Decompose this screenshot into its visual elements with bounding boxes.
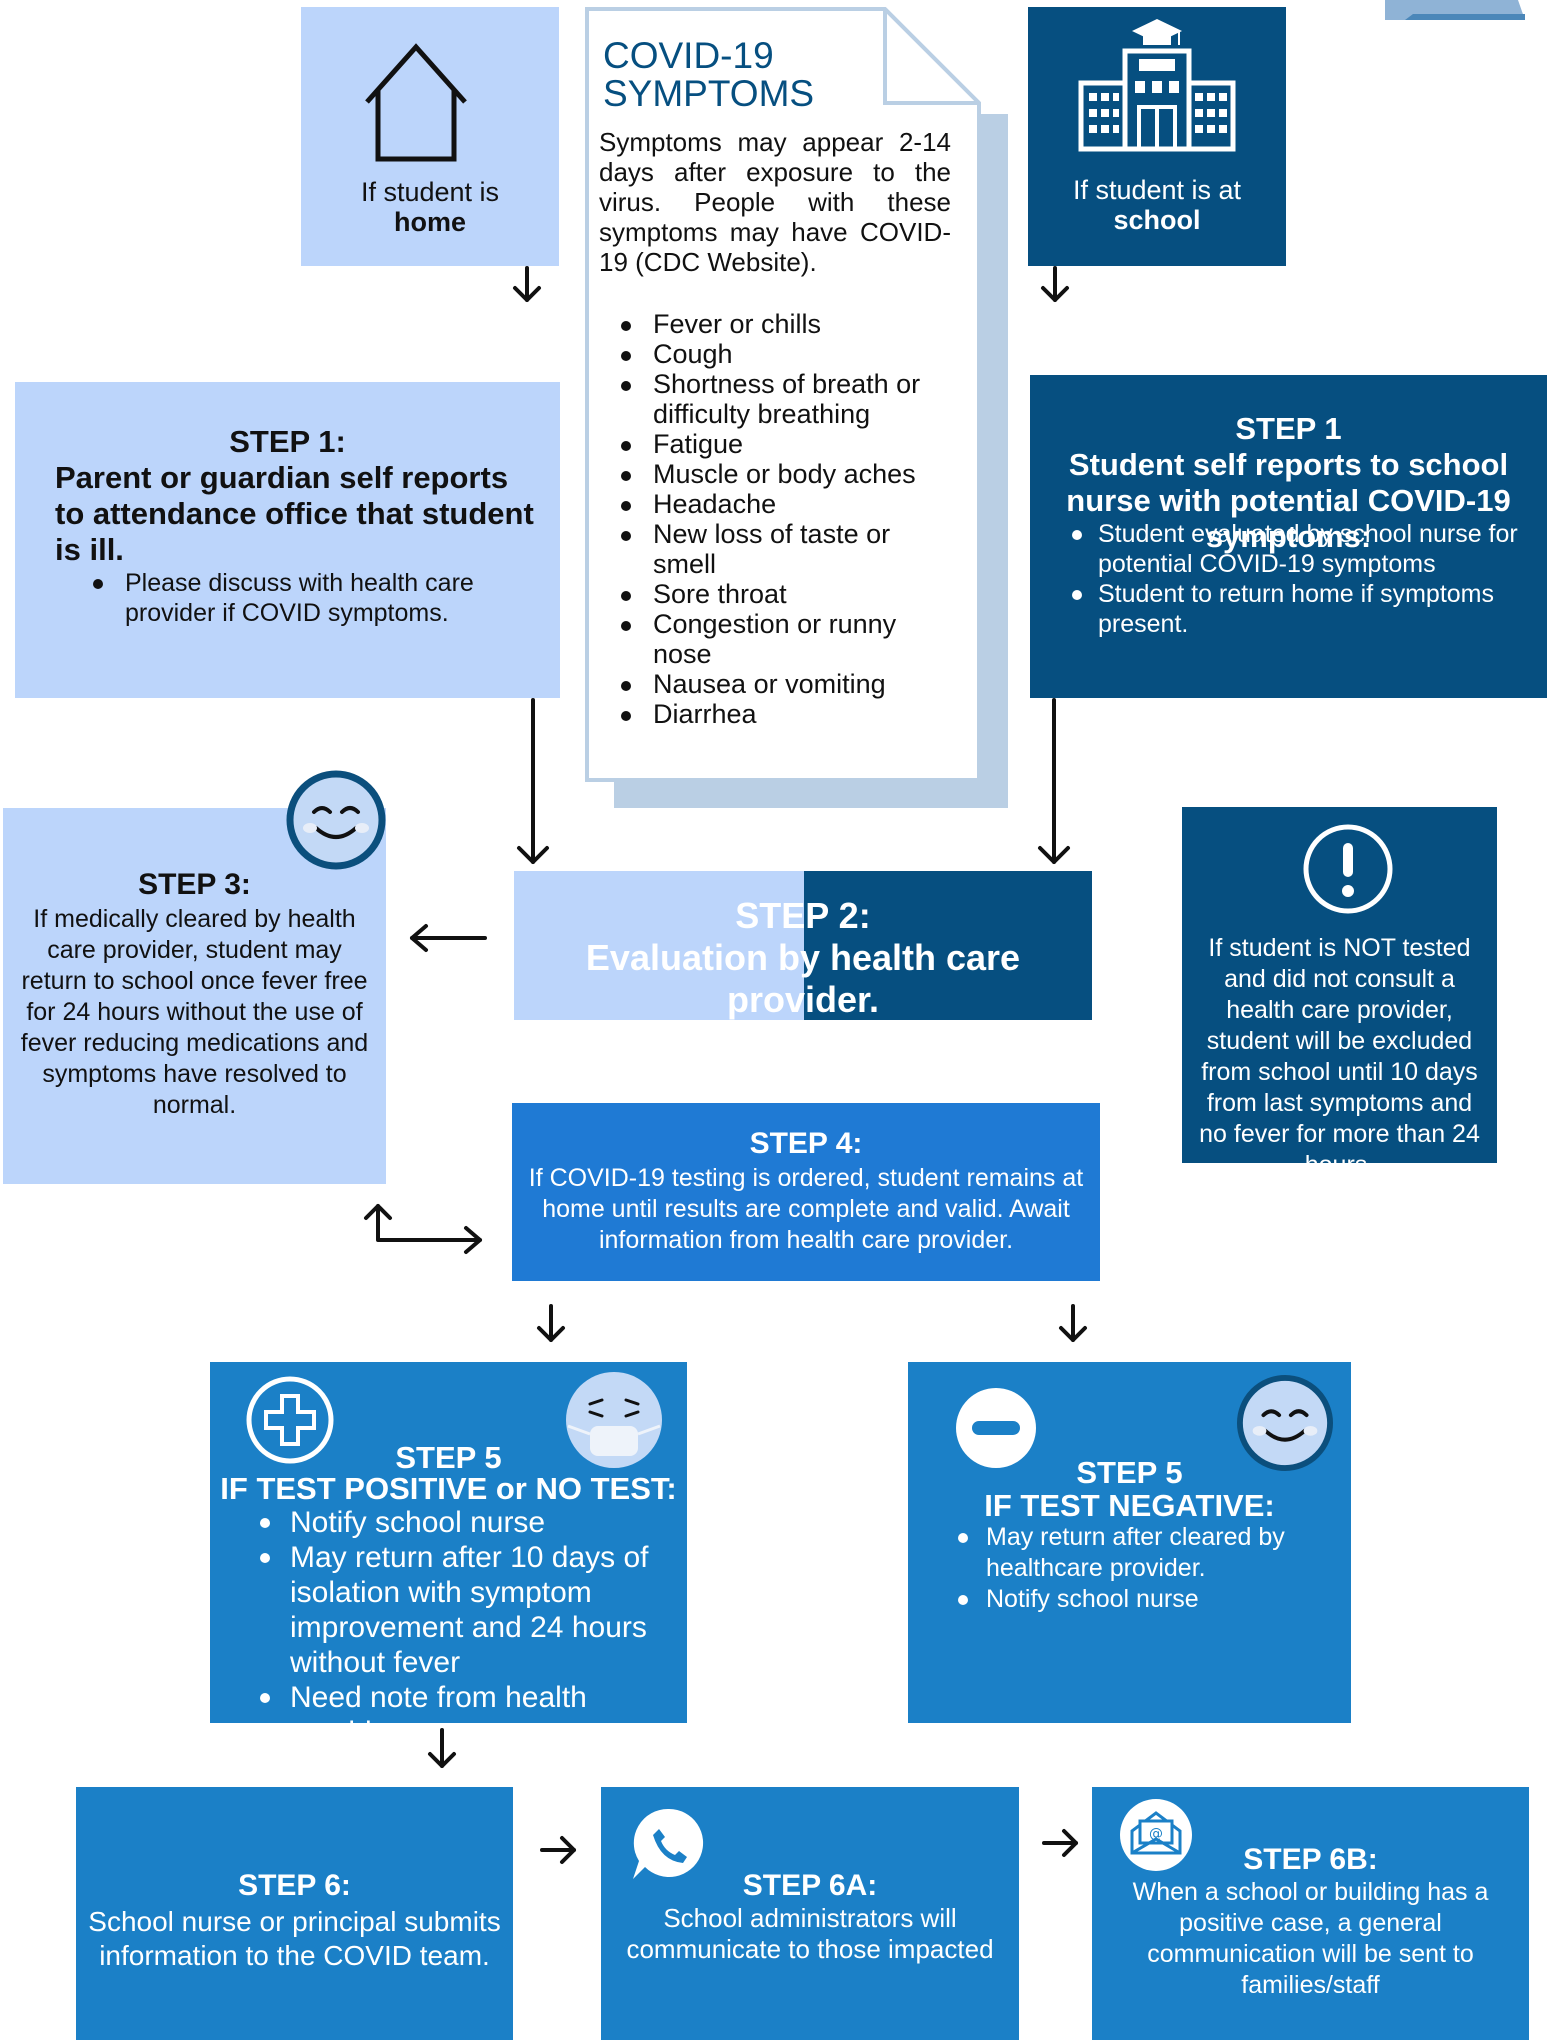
step6-box: STEP 6: School nurse or principal submit… [76, 1787, 513, 2040]
arrow-down-icon [1059, 1304, 1087, 1342]
arrow-down-icon [1038, 698, 1070, 864]
phone-icon [633, 1808, 704, 1879]
step5-positive-subtitle: IF TEST POSITIVE or NO TEST: [220, 1471, 677, 1506]
school-building-icon [1078, 19, 1236, 152]
step3-text: If medically cleared by health care prov… [20, 905, 369, 1119]
symptoms-card: COVID-19 SYMPTOMS Symptoms may appear 2-… [585, 7, 981, 782]
home-label-bold: home [393, 207, 466, 237]
step5-negative-box: STEP 5 IF TEST NEGATIVE: May return afte… [908, 1362, 1351, 1723]
step5-positive-bullet: May return after 10 days of isolation wi… [260, 1540, 678, 1680]
step2-box: STEP 2: Evaluation by health care provid… [514, 871, 1092, 1020]
plus-icon [246, 1376, 334, 1464]
step3-box: STEP 3: If medically cleared by health c… [3, 808, 386, 1184]
arrow-right-icon [1042, 1829, 1078, 1857]
symptom-item: Sore throat [621, 579, 943, 609]
step1-home-bullet: Please discuss with health care provider… [93, 568, 509, 628]
step5-negative-subtitle: IF TEST NEGATIVE: [984, 1488, 1275, 1523]
school-box: If student is at school [1028, 7, 1286, 266]
not-tested-box: If student is NOT tested and did not con… [1182, 807, 1497, 1179]
step1-home-subtitle: Parent or guardian self reports to atten… [55, 460, 534, 567]
step4-title: STEP 4: [749, 1127, 863, 1160]
step6a-box: STEP 6A: School administrators will comm… [601, 1787, 1019, 2040]
email-icon: @ [1120, 1799, 1192, 1871]
corner-decoration [1385, 0, 1553, 40]
arrow-right-icon [540, 1836, 576, 1864]
step5-negative-bullet: May return after cleared by healthcare p… [958, 1522, 1326, 1584]
arrow-down-icon [1041, 266, 1069, 302]
step5-positive-bullet: Notify school nurse [260, 1505, 678, 1540]
house-icon [365, 43, 467, 162]
step1-home-title: STEP 1: [229, 424, 346, 459]
arrow-left-icon [410, 924, 487, 952]
step5-negative-list: May return after cleared by healthcare p… [956, 1522, 1326, 1615]
step5-negative-title: STEP 5 [1076, 1455, 1183, 1490]
school-label: If student is at [1072, 175, 1242, 205]
arrow-down-icon [513, 266, 541, 302]
arrow-down-icon [537, 1304, 565, 1342]
step5-negative-bullet: Notify school nurse [958, 1584, 1326, 1615]
exclamation-icon [1303, 824, 1393, 914]
arrow-down-icon [517, 698, 549, 864]
step1-school-list: Student evaluated by school nurse for po… [1068, 519, 1538, 639]
step2-subtitle: Evaluation by health care provider. [585, 937, 1021, 1020]
symptom-item: Fever or chills [621, 309, 943, 339]
step1-home-box: STEP 1: Parent or guardian self reports … [15, 382, 560, 698]
step4-box: STEP 4: If COVID-19 testing is ordered, … [512, 1103, 1100, 1281]
masked-face-icon [566, 1372, 662, 1468]
step2-title: STEP 2: [735, 895, 871, 936]
step6a-title: STEP 6A: [742, 1869, 878, 1902]
minus-icon [956, 1388, 1036, 1468]
step1-school-subtitle: Student self reports to school nurse wit… [1066, 447, 1511, 554]
step1-school-box: STEP 1 Student self reports to school nu… [1030, 375, 1547, 698]
step5-positive-title: STEP 5 [395, 1440, 502, 1475]
step1-school-title: STEP 1 [1235, 411, 1342, 446]
step6b-title: STEP 6B: [1243, 1843, 1378, 1876]
home-box: If student is home [301, 7, 559, 266]
smiley-icon [286, 770, 386, 870]
school-label-bold: school [1113, 205, 1201, 235]
step3-title: STEP 3: [138, 868, 251, 901]
arrow-bidirectional-icon [364, 1204, 482, 1254]
symptoms-intro: Symptoms may appear 2-14 days after expo… [599, 127, 951, 277]
step6a-text: School administrators will communicate t… [626, 1903, 994, 1964]
not-tested-text: If student is NOT tested and did not con… [1199, 934, 1480, 1179]
step6-title: STEP 6: [238, 1869, 351, 1902]
step6b-text: When a school or building has a positive… [1132, 1878, 1489, 1999]
symptom-item: Muscle or body aches [621, 459, 943, 489]
step6-text: School nurse or principal submits inform… [88, 1906, 501, 1971]
step5-positive-bullet: Need note from health provider [260, 1680, 678, 1750]
symptom-item: New loss of taste or smell [621, 519, 943, 579]
symptom-item: Nausea or vomiting [621, 669, 943, 699]
smiley-icon [1236, 1374, 1334, 1472]
symptom-item: Congestion or runny nose [621, 609, 943, 669]
step5-positive-box: STEP 5 IF TEST POSITIVE or NO TEST: Noti… [210, 1362, 687, 1749]
symptom-item: Fatigue [621, 429, 943, 459]
symptom-item: Shortness of breath or difficulty breath… [621, 369, 943, 429]
svg-text:@: @ [1149, 1826, 1163, 1842]
symptom-item: Diarrhea [621, 699, 943, 729]
step1-school-bullet: Student to return home if symptoms prese… [1072, 579, 1538, 639]
step4-text: If COVID-19 testing is ordered, student … [528, 1164, 1084, 1254]
home-label: If student is [360, 177, 500, 207]
step6b-box: @ STEP 6B: When a school or building has… [1092, 1787, 1529, 2040]
symptom-item: Cough [621, 339, 943, 369]
step1-school-bullet: Student evaluated by school nurse for po… [1072, 519, 1538, 579]
symptoms-title: COVID-19 SYMPTOMS [603, 35, 815, 114]
symptom-item: Headache [621, 489, 943, 519]
